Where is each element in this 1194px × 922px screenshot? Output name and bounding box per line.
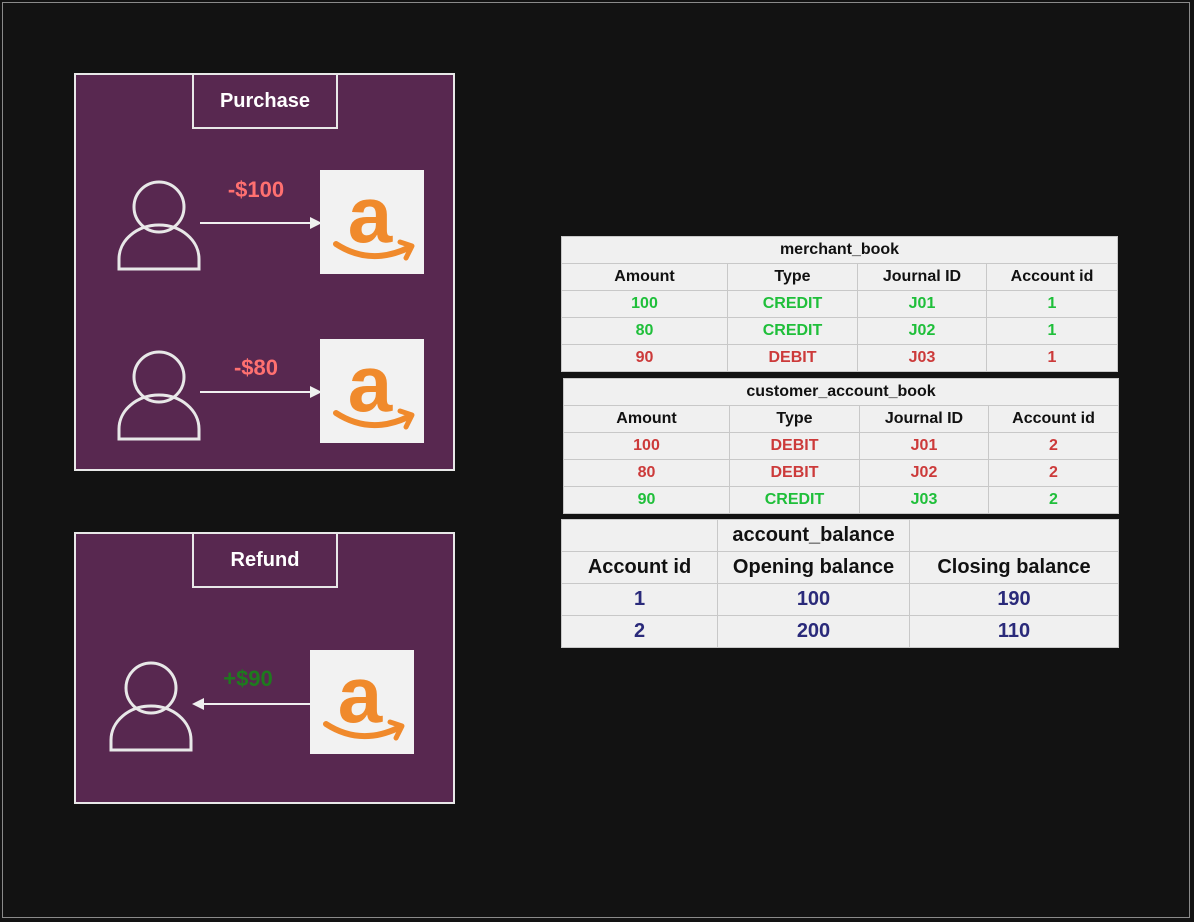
column-header: Amount <box>561 263 728 291</box>
table-title: customer_account_book <box>562 378 1120 406</box>
table-cell: DEBIT <box>729 432 860 460</box>
table-cell: 2 <box>987 459 1120 487</box>
refund-title: Refund <box>192 532 338 588</box>
arrow-right-icon <box>200 386 322 398</box>
purchase-title: Purchase <box>192 73 338 129</box>
table-title: account_balance <box>717 519 910 552</box>
table-row: 1 100 190 <box>561 583 1119 616</box>
table-row: 90 DEBIT J03 1 <box>561 344 1119 372</box>
table-cell: 110 <box>909 615 1119 648</box>
column-header: Journal ID <box>859 405 989 433</box>
table-cell: 1 <box>985 344 1119 372</box>
table-cell: CREDIT <box>729 486 860 514</box>
account-balance-table: account_balance Account id Opening balan… <box>561 519 1119 648</box>
empty-cell <box>561 519 718 552</box>
table-cell: CREDIT <box>727 317 858 345</box>
table-cell: 2 <box>987 486 1120 514</box>
column-header: Account id <box>561 551 718 584</box>
table-cell: 1 <box>561 583 718 616</box>
empty-cell <box>909 519 1119 552</box>
column-header: Type <box>729 405 860 433</box>
table-row: 80 DEBIT J02 2 <box>563 459 1120 487</box>
table-cell: 1 <box>985 317 1119 345</box>
table-title: merchant_book <box>560 236 1119 264</box>
table-cell: 80 <box>561 317 728 345</box>
arrow-left-icon <box>192 698 314 710</box>
customer-person-icon <box>117 180 201 271</box>
arrow-right-icon <box>200 217 322 229</box>
table-cell: 2 <box>561 615 718 648</box>
table-cell: J01 <box>859 432 989 460</box>
purchase-panel: Purchase -$100 a -$80 a <box>74 73 455 471</box>
table-cell: J03 <box>859 486 989 514</box>
table-cell: 100 <box>563 432 730 460</box>
table-cell: DEBIT <box>727 344 858 372</box>
svg-text:a: a <box>348 170 393 259</box>
customer-account-book-table: customer_account_book Amount Type Journa… <box>562 378 1120 514</box>
table-row: 100 DEBIT J01 2 <box>563 432 1120 460</box>
purchase-amount-2: -$80 <box>233 355 279 380</box>
amazon-logo-icon: a <box>320 339 424 443</box>
table-cell: 80 <box>563 459 730 487</box>
column-header: Closing balance <box>909 551 1119 584</box>
svg-text:a: a <box>348 339 393 428</box>
table-row: 80 CREDIT J02 1 <box>561 317 1119 345</box>
merchant-book-table: merchant_book Amount Type Journal ID Acc… <box>560 236 1119 372</box>
table-cell: DEBIT <box>729 459 860 487</box>
table-cell: J02 <box>857 317 987 345</box>
table-cell: J03 <box>857 344 987 372</box>
table-row: 100 CREDIT J01 1 <box>561 290 1119 318</box>
table-cell: 2 <box>987 432 1120 460</box>
amazon-logo-icon: a <box>310 650 414 754</box>
purchase-amount-1: -$100 <box>227 177 285 202</box>
column-header: Account id <box>987 405 1120 433</box>
refund-panel: Refund +$90 a <box>74 532 455 804</box>
table-cell: 1 <box>985 290 1119 318</box>
customer-person-icon <box>109 661 193 752</box>
table-cell: 100 <box>561 290 728 318</box>
table-cell: 90 <box>563 486 730 514</box>
customer-person-icon <box>117 350 201 441</box>
amazon-logo-icon: a <box>320 170 424 274</box>
column-header: Amount <box>563 405 730 433</box>
table-row: 90 CREDIT J03 2 <box>563 486 1120 514</box>
refund-amount: +$90 <box>223 666 273 691</box>
column-header: Account id <box>985 263 1119 291</box>
table-cell: J02 <box>859 459 989 487</box>
column-header: Opening balance <box>717 551 910 584</box>
table-cell: 90 <box>561 344 728 372</box>
column-header: Journal ID <box>857 263 987 291</box>
table-cell: 190 <box>909 583 1119 616</box>
column-header: Type <box>727 263 858 291</box>
svg-text:a: a <box>338 650 383 739</box>
table-cell: 200 <box>717 615 910 648</box>
table-row: 2 200 110 <box>561 615 1119 648</box>
table-cell: CREDIT <box>727 290 858 318</box>
table-cell: J01 <box>857 290 987 318</box>
table-cell: 100 <box>717 583 910 616</box>
